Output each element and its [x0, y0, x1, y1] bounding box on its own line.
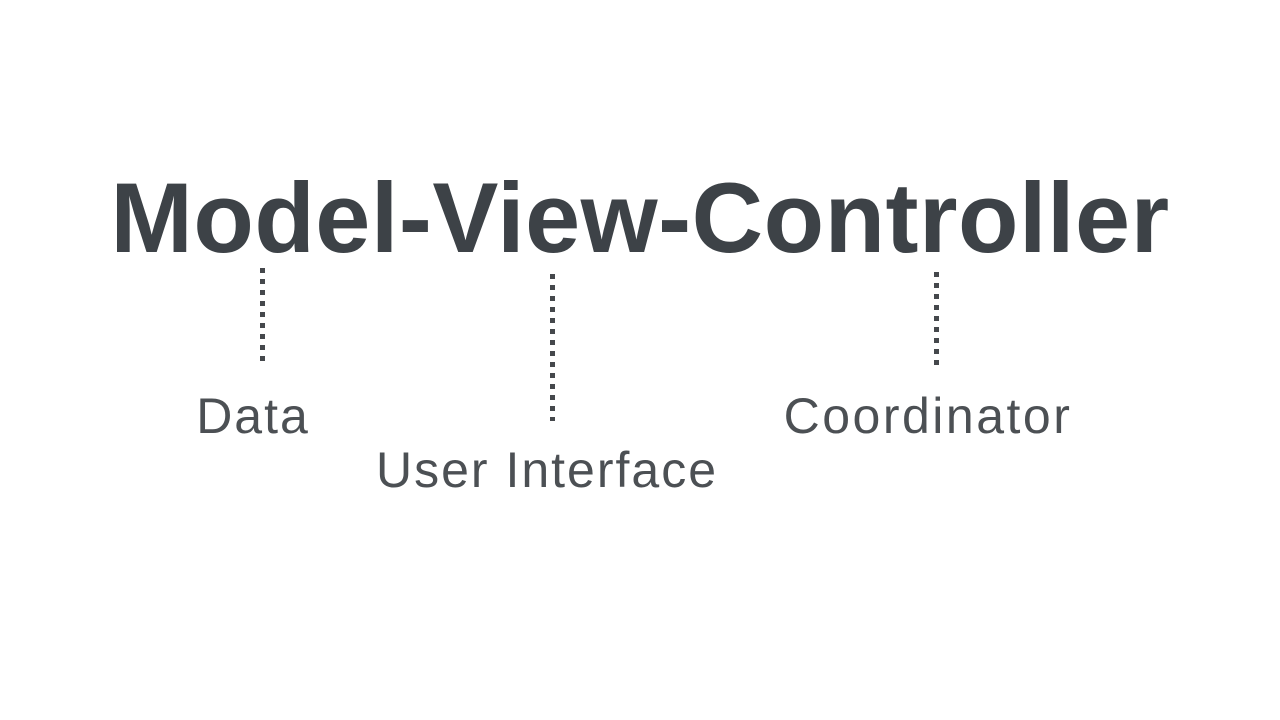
- dotted-connector-controller-to-coordinator: [934, 272, 939, 368]
- label-model-data: Data: [196, 388, 310, 444]
- dotted-connector-view-to-user-interface: [550, 274, 555, 421]
- dotted-connector-model-to-data: [260, 268, 265, 365]
- label-view-user-interface: User Interface: [375, 442, 719, 498]
- diagram-title: Model-View-Controller: [110, 162, 1170, 273]
- label-controller-coordinator: Coordinator: [783, 388, 1073, 444]
